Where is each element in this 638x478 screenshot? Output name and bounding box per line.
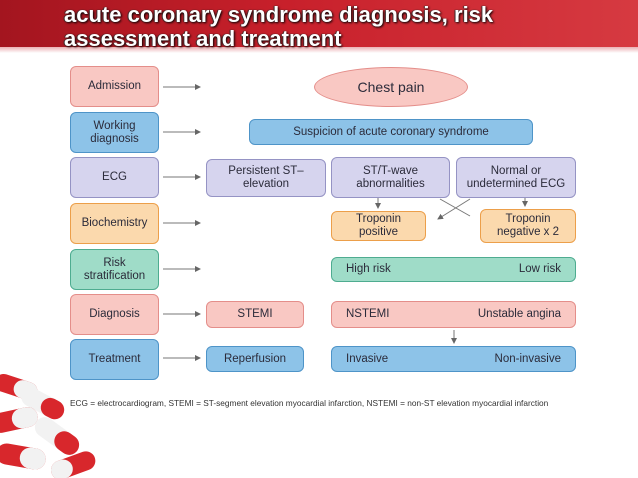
step-ecg-label: ECG	[102, 171, 127, 183]
slide-title-line-1: acute coronary syndrome diagnosis, risk	[64, 2, 494, 27]
nstemi-label: NSTEMI	[346, 308, 390, 320]
title-banner	[0, 0, 638, 47]
slide-title-line-2: assessment and treatment	[64, 26, 342, 51]
step-risk-label-1: Risk	[103, 256, 126, 269]
pill-5	[0, 443, 46, 470]
suspicion-acs-node: Suspicion of acute coronary syndrome	[249, 119, 533, 145]
invasive-label: Invasive	[346, 352, 389, 365]
suspicion-acs-label: Suspicion of acute coronary syndrome	[293, 125, 489, 138]
st-t-wave-node: ST/T-wave abnormalities	[331, 157, 450, 198]
invasive-node: Invasive Non-invasive	[331, 346, 576, 372]
step-risk-stratification: Risk stratification	[70, 249, 159, 290]
pill-6	[50, 451, 96, 478]
pill-2	[21, 387, 65, 420]
step-ecg: ECG	[70, 157, 159, 198]
footnote: ECG = electrocardiogram, STEMI = ST-segm…	[70, 398, 549, 408]
step-working-diagnosis: Working diagnosis	[70, 112, 159, 153]
step-admission-label: Admission	[87, 80, 142, 92]
persistent-st-elevation-label: Persistent ST–elevation	[228, 165, 304, 190]
reperfusion-node: Reperfusion	[206, 346, 304, 372]
pills-decoration	[0, 373, 96, 478]
step-biochemistry: Biochemistry	[70, 203, 159, 244]
troponin-negative-label-1: Troponin	[505, 213, 551, 225]
step-admission: Admission	[70, 66, 159, 107]
step-treatment: Treatment	[70, 339, 159, 380]
troponin-positive-node: Troponin positive	[331, 211, 426, 241]
high-risk-label: High risk	[346, 263, 391, 275]
step-risk-label-2: stratification	[83, 269, 146, 282]
slide-title: acute coronary syndrome diagnosis, risk …	[64, 3, 584, 51]
step-treatment-label: Treatment	[88, 353, 141, 365]
stemi-label: STEMI	[237, 308, 273, 320]
st-t-wave-label-1: ST/T-wave	[363, 164, 418, 177]
step-diagnosis-label: Diagnosis	[89, 308, 140, 320]
non-invasive-label: Non-invasive	[494, 352, 561, 365]
normal-ecg-label-2: undetermined ECG	[466, 177, 566, 190]
st-t-wave-label-2: abnormalities	[356, 177, 425, 190]
low-risk-label: Low risk	[518, 263, 561, 275]
stemi-node: STEMI	[206, 301, 304, 328]
unstable-angina-label: Unstable angina	[477, 308, 561, 320]
troponin-negative-label-2: negative x 2	[496, 226, 559, 238]
persistent-st-elevation-node: Persistent ST–elevation	[206, 159, 326, 197]
troponin-negative-node: Troponin negative x 2	[480, 209, 576, 243]
banner-shadow	[0, 47, 638, 53]
normal-ecg-node: Normal or undetermined ECG	[456, 157, 576, 198]
nstemi-node: NSTEMI Unstable angina	[331, 301, 576, 328]
reperfusion-label: Reperfusion	[223, 352, 286, 365]
pill-3	[0, 407, 38, 433]
risk-level-node: High risk Low risk	[331, 257, 576, 282]
step-diagnosis: Diagnosis	[70, 294, 159, 335]
chest-pain-label: Chest pain	[357, 78, 425, 95]
step-working-diagnosis-label: Working diagnosis	[90, 119, 139, 145]
step-biochemistry-label: Biochemistry	[81, 217, 148, 229]
troponin-positive-label: Troponin positive	[356, 213, 401, 238]
chest-pain-node: Chest pain	[314, 67, 468, 107]
pill-4	[34, 417, 80, 455]
normal-ecg-label-1: Normal or	[490, 164, 542, 177]
